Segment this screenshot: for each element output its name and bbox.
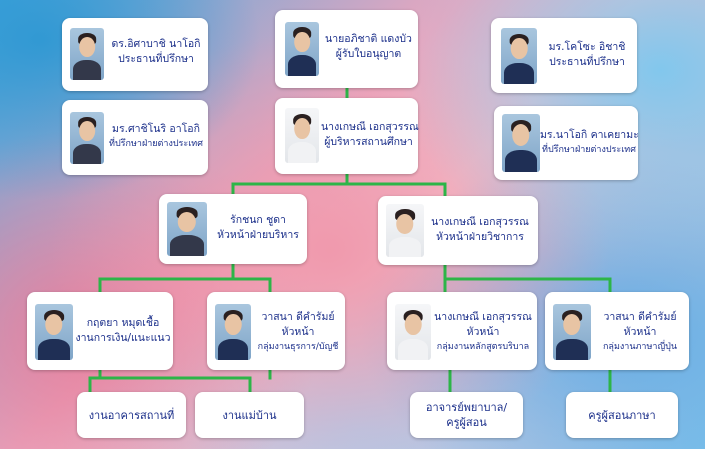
- licensee-photo: [285, 22, 319, 76]
- admin-head-role: หัวหน้าฝ่ายบริหาร: [217, 229, 299, 241]
- advisor-photo: [70, 28, 104, 80]
- advisor-photo: [70, 112, 104, 164]
- advisor-name: มร.ศาชิโนริ อาโอกิ: [112, 123, 200, 135]
- advisor-role: ประธานที่ปรึกษา: [549, 56, 625, 68]
- japanese-name: วาสนา ดีคำรัมย์: [603, 311, 677, 323]
- finance-card[interactable]: กฤตยา หมุดเชื้อ งานการเงิน/แนะแนว: [27, 292, 173, 370]
- curriculum-photo: [395, 304, 431, 360]
- japanese-photo: [553, 304, 591, 360]
- advisor-role: ประธานที่ปรึกษา: [118, 53, 194, 65]
- academic-head-role: หัวหน้าฝ่ายวิชาการ: [436, 231, 524, 243]
- curriculum-name: นางเกษณี เอกสุวรรณ: [434, 311, 532, 323]
- general-affairs-card[interactable]: วาสนา ดีคำรัมย์ หัวหน้า กลุ่มงานธุรการ/บ…: [207, 292, 345, 370]
- advisor-name: มร.นาโอกิ คาเคยามะ: [540, 129, 639, 141]
- general-affairs-role: หัวหน้า: [281, 326, 315, 338]
- japanese-sub: กลุ่มงานภาษาญี่ปุ่น: [602, 342, 677, 352]
- admin-head-card[interactable]: รักชนก ชูดา หัวหน้าฝ่ายบริหาร: [159, 194, 307, 264]
- director-role: ผู้บริหารสถานศึกษา: [324, 136, 413, 148]
- advisor-photo: [502, 114, 540, 172]
- licensee-name: นายอภิชาติ แดงบัว: [325, 33, 412, 45]
- finance-photo: [35, 304, 73, 360]
- nursing-label-line-1: อาจารย์พยาบาล/: [425, 401, 508, 414]
- language-teacher-box[interactable]: ครูผู้สอนภาษา: [566, 392, 678, 438]
- advisor-name: มร.โคโซะ อิชาชิ: [548, 41, 626, 53]
- general-affairs-photo: [215, 304, 251, 360]
- admin-head-photo: [167, 202, 207, 256]
- admin-head-name: รักชนก ชูดา: [230, 214, 286, 226]
- director-photo: [285, 108, 319, 163]
- curriculum-card[interactable]: นางเกษณี เอกสุวรรณ หัวหน้า กลุ่มงานหลักส…: [387, 292, 537, 370]
- advisor-card-right-1[interactable]: มร.โคโซะ อิชาชิ ประธานที่ปรึกษา: [491, 18, 637, 93]
- academic-head-name: นางเกษณี เอกสุวรรณ: [431, 216, 529, 228]
- licensee-role: ผู้รับใบอนุญาต: [335, 48, 402, 60]
- academic-head-photo: [386, 204, 424, 257]
- curriculum-role: หัวหน้า: [466, 326, 500, 338]
- general-affairs-sub: กลุ่มงานธุรการ/บัญชี: [257, 342, 339, 352]
- nursing-label-line-2: ครูผู้สอน: [446, 416, 487, 429]
- finance-role: งานการเงิน/แนะแนว: [75, 332, 171, 344]
- japanese-card[interactable]: วาสนา ดีคำรัมย์ หัวหน้า กลุ่มงานภาษาญี่ป…: [545, 292, 689, 370]
- curriculum-sub: กลุ่มงานหลักสูตรบริบาล: [436, 342, 530, 352]
- building-box[interactable]: งานอาคารสถานที่: [77, 392, 186, 438]
- finance-name: กฤตยา หมุดเชื้อ: [86, 317, 160, 329]
- language-teacher-label: ครูผู้สอนภาษา: [588, 408, 656, 422]
- nursing-box[interactable]: อาจารย์พยาบาล/ ครูผู้สอน: [410, 392, 523, 438]
- housekeeping-box[interactable]: งานแม่บ้าน: [195, 392, 304, 438]
- advisor-role: ที่ปรึกษาฝ่ายต่างประเทศ: [542, 145, 636, 155]
- advisor-photo: [501, 28, 537, 84]
- advisor-card-right-2[interactable]: มร.นาโอกิ คาเคยามะ ที่ปรึกษาฝ่ายต่างประเ…: [494, 106, 639, 180]
- director-name: นางเกษณี เอกสุวรรณ: [321, 121, 419, 133]
- academic-head-card[interactable]: นางเกษณี เอกสุวรรณ หัวหน้าฝ่ายวิชาการ: [378, 196, 538, 265]
- director-card[interactable]: นางเกษณี เอกสุวรรณ ผู้บริหารสถานศึกษา: [275, 98, 419, 174]
- advisor-role: ที่ปรึกษาฝ่ายต่างประเทศ: [109, 139, 203, 149]
- advisor-card-left-1[interactable]: ดร.อิศาบาชิ นาโอกิ ประธานที่ปรึกษา: [62, 18, 208, 91]
- housekeeping-label: งานแม่บ้าน: [222, 408, 277, 422]
- general-affairs-name: วาสนา ดีคำรัมย์: [261, 311, 335, 323]
- building-label: งานอาคารสถานที่: [88, 408, 175, 422]
- advisor-name: ดร.อิศาบาชิ นาโอกิ: [111, 38, 201, 50]
- licensee-card[interactable]: นายอภิชาติ แดงบัว ผู้รับใบอนุญาต: [275, 10, 418, 88]
- japanese-role: หัวหน้า: [623, 326, 657, 338]
- advisor-card-left-2[interactable]: มร.ศาชิโนริ อาโอกิ ที่ปรึกษาฝ่ายต่างประเ…: [62, 100, 208, 175]
